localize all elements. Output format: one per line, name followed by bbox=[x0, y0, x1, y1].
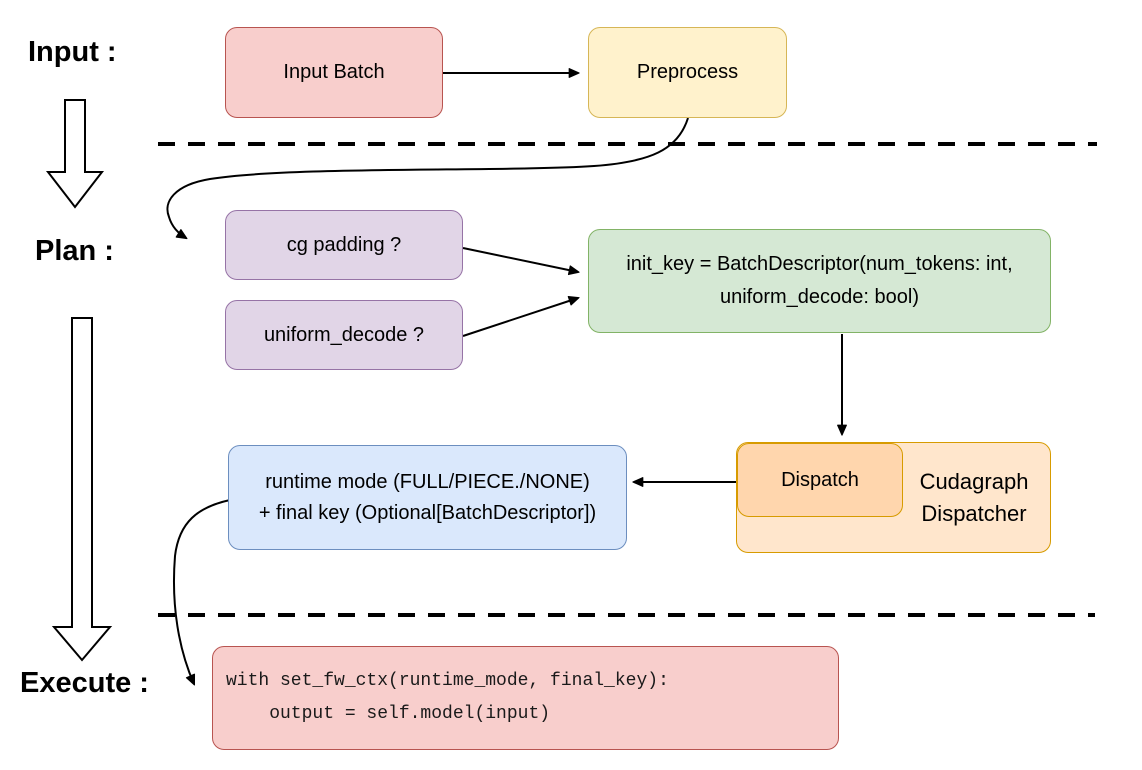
arrow-cgpadding-to-initkey bbox=[462, 247, 580, 276]
init-key-box: init_key = BatchDescriptor(num_tokens: i… bbox=[588, 229, 1051, 333]
cg-padding-label: cg padding ? bbox=[286, 233, 402, 256]
uniform-decode-box: uniform_decode ? bbox=[225, 300, 463, 370]
init-key-line1: init_key = BatchDescriptor(num_tokens: i… bbox=[626, 253, 1013, 275]
input-to-plan-arrow-icon bbox=[45, 99, 105, 209]
uniform-decode-label: uniform_decode ? bbox=[263, 323, 425, 346]
dispatch-box: Dispatch bbox=[737, 443, 903, 517]
preprocess-box: Preprocess bbox=[588, 27, 787, 118]
arrow-preprocess-to-cgpadding bbox=[166, 117, 689, 240]
cudagraph-dispatcher-label: Cudagraph Dispatcher bbox=[897, 442, 1051, 553]
stage-label-execute: Execute : bbox=[20, 667, 149, 699]
input-batch-label: Input Batch bbox=[283, 61, 385, 83]
init-key-line2: uniform_decode: bool) bbox=[719, 286, 919, 308]
input-batch-box: Input Batch bbox=[225, 27, 443, 118]
execute-code-box: with set_fw_ctx(runtime_mode, final_key)… bbox=[212, 646, 839, 750]
preprocess-label: Preprocess bbox=[636, 61, 739, 83]
runtime-result-line1: runtime mode (FULL/PIECE./NONE) bbox=[265, 470, 590, 493]
runtime-result-line2: + final key (Optional[BatchDescriptor]) bbox=[258, 501, 597, 524]
execute-code-line1: with set_fw_ctx(runtime_mode, final_key)… bbox=[226, 671, 669, 691]
arrow-runtime-to-execute-code bbox=[172, 499, 231, 686]
dispatch-label: Dispatch bbox=[781, 468, 859, 491]
arrow-uniformdecode-to-initkey bbox=[462, 296, 580, 337]
execute-code-line2: output = self.model(input) bbox=[226, 704, 551, 724]
cg-padding-box: cg padding ? bbox=[225, 210, 463, 280]
plan-to-execute-arrow-icon bbox=[51, 317, 113, 662]
stage-label-input: Input : bbox=[28, 36, 117, 68]
cudagraph-dispatcher-line2: Dispatcher bbox=[921, 500, 1027, 526]
cudagraph-dispatcher-line1: Cudagraph bbox=[919, 468, 1029, 494]
runtime-result-box: runtime mode (FULL/PIECE./NONE) + final … bbox=[228, 445, 627, 550]
stage-label-plan: Plan : bbox=[35, 235, 114, 267]
